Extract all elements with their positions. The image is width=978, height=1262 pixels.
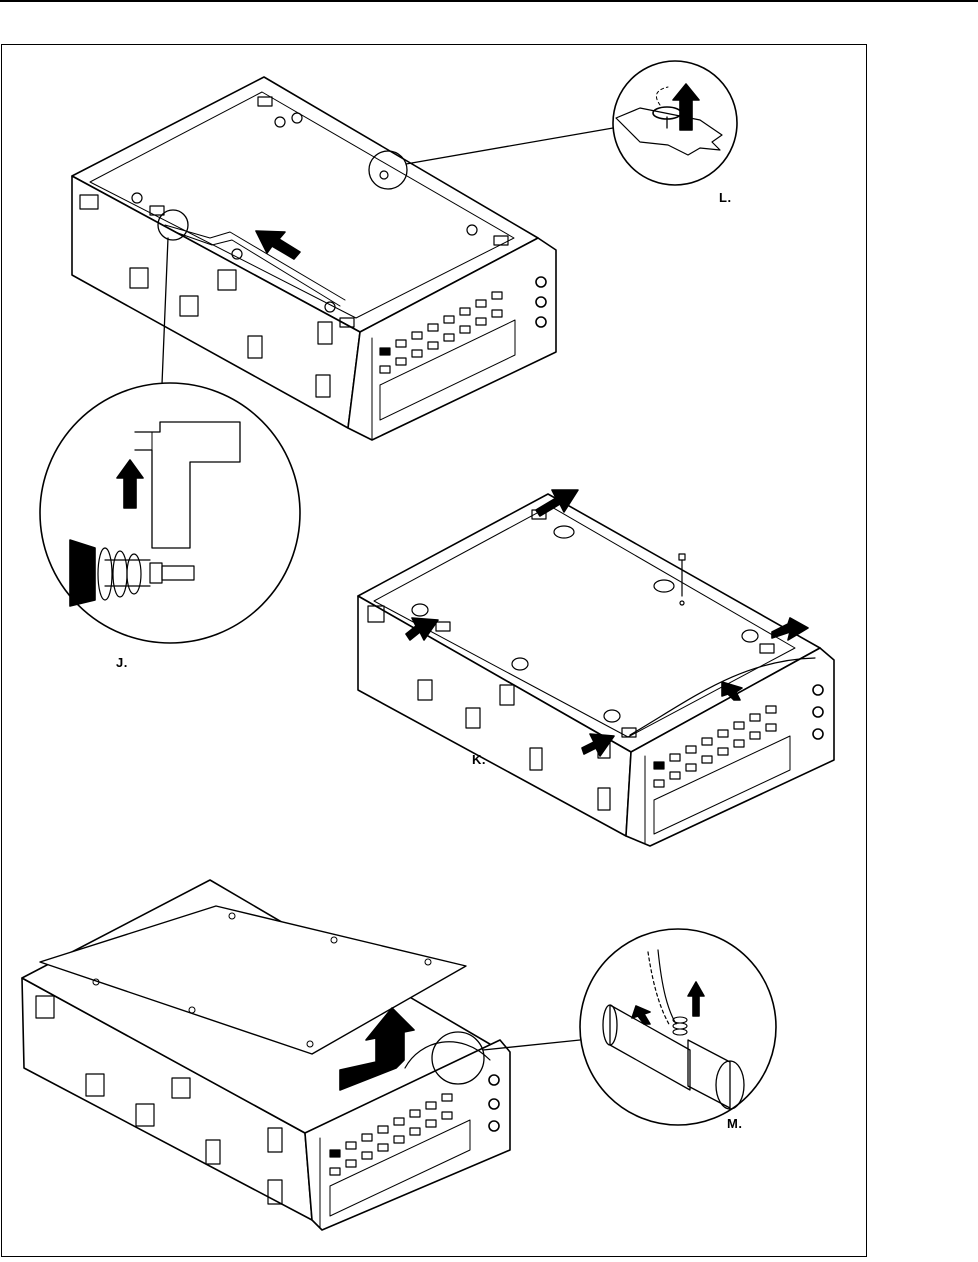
middle-unit xyxy=(358,490,834,846)
detail-j-magnifier xyxy=(40,383,300,643)
detail-label-m: M. xyxy=(727,1116,742,1131)
detail-label-k: K. xyxy=(472,752,486,767)
detail-l-magnifier xyxy=(613,61,737,185)
detail-label-j: J. xyxy=(116,655,128,670)
detail-m-magnifier xyxy=(580,929,776,1125)
detail-label-l: L. xyxy=(719,190,732,205)
bottom-unit xyxy=(22,880,580,1230)
